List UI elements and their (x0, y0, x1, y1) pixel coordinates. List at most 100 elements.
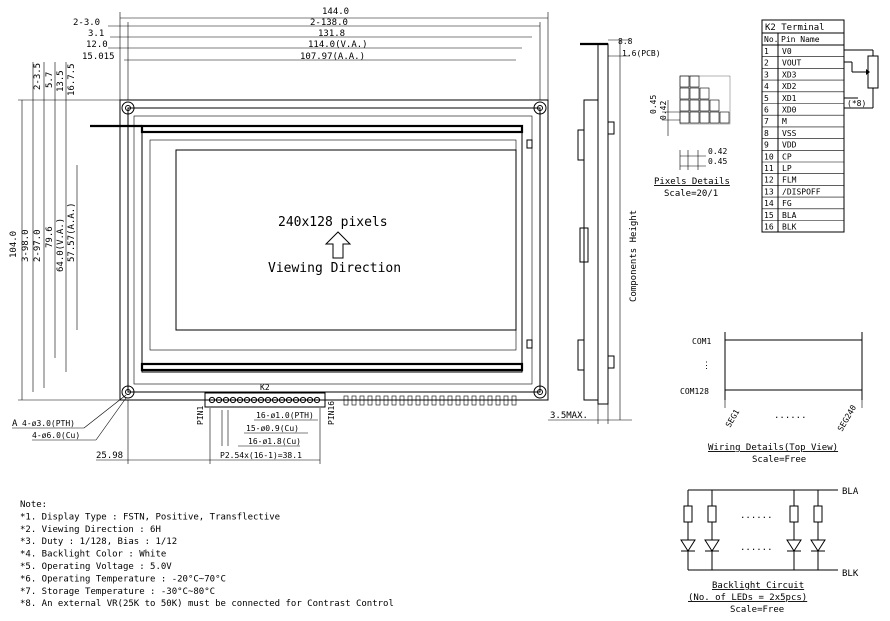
top-dimensions: 144.0 2-138.0 2-3.0 131.8 3.1 114.0(V.A.… (73, 7, 549, 100)
resolution-label: 240x128 pixels (278, 215, 388, 230)
side-pin (447, 395, 453, 406)
pixel-cell (689, 111, 700, 124)
components-height-label: Components Height (629, 210, 639, 302)
dim-12-0: 12.0 (86, 40, 108, 50)
side-pin (367, 395, 373, 406)
terminal-row-no: 6 (764, 106, 769, 115)
pixel-cell (679, 111, 690, 124)
terminal-row-no: 14 (764, 199, 774, 208)
terminal-row-pin: XD1 (782, 94, 797, 103)
side-pin (479, 395, 485, 406)
terminal-row-pin: XD3 (782, 70, 797, 79)
seg240-label: SEG240 (836, 403, 858, 433)
terminal-row-pin: VDD (782, 141, 797, 150)
dim-98: 3-98.0 (21, 229, 31, 262)
note-line: *6. Operating Temperature : -20°C~70°C (20, 574, 226, 584)
terminal-row-pin: V0 (782, 47, 792, 56)
terminal-row-pin: /DISPOFF (782, 187, 821, 196)
pixel-cell (719, 111, 730, 124)
pin16-label: PIN16 (327, 401, 336, 425)
pin1-label: PIN1 (196, 406, 205, 425)
terminal-row-no: 4 (764, 82, 769, 91)
side-view: 8.8 1.6(PCB) Components Height 3.5MAX. (548, 37, 661, 424)
wiring-scale: Scale=Free (752, 455, 806, 465)
pixel-cell (709, 111, 720, 124)
terminal-row-no: 16 (764, 223, 774, 232)
dim-97: 2-97.0 (33, 229, 43, 262)
dim-107-aa: 107.97(A.A.) (300, 52, 365, 62)
terminal-row-pin: XD2 (782, 82, 797, 91)
side-pin (407, 395, 413, 406)
pin-row (208, 396, 321, 404)
side-pin (343, 395, 349, 406)
side-pin (455, 395, 461, 406)
dim-15-015: 15.015 (82, 52, 115, 62)
mount-hole-bl (121, 385, 135, 399)
side-pin (391, 395, 397, 406)
side-pin (375, 395, 381, 406)
pixel-frame (679, 75, 731, 125)
pixel-cell (679, 75, 690, 88)
connector-k2: K2 PIN1 PIN16 (196, 383, 517, 425)
note-line: *1. Display Type : FSTN, Positive, Trans… (20, 512, 280, 522)
terminal-row-no: 7 (764, 117, 769, 126)
note-line: *8. An external VR(25K to 50K) must be c… (20, 599, 394, 609)
pcb-thickness: 1.6(PCB) (622, 49, 661, 58)
left-dimensions: 104.0 3-98.0 2-97.0 79.6 64.0(V.A.) 57.5… (9, 62, 120, 401)
side-pin (423, 395, 429, 406)
connector-pin (208, 396, 216, 404)
note-line: Note: (20, 500, 47, 510)
hole-pth-label: 4-ø3.0(PTH) (22, 419, 75, 428)
viewing-arrow-icon (324, 231, 352, 259)
led-diode-icon (810, 539, 826, 552)
viewing-direction-label: Viewing Direction (268, 261, 401, 276)
terminal-row-no: 11 (764, 164, 774, 173)
resistor-icon (707, 505, 717, 523)
resistor-icon (789, 505, 799, 523)
terminal-row-no: 5 (764, 94, 769, 103)
connector-pin (278, 396, 286, 404)
connector-pin (257, 396, 265, 404)
side-pin (359, 395, 365, 406)
backlight-dots-bottom: ...... (740, 543, 773, 553)
mount-hole-tl (121, 101, 135, 115)
pixel-grid (679, 75, 731, 125)
pixel-cell (699, 87, 710, 100)
side-pin (399, 395, 405, 406)
blk-label: BLK (842, 569, 859, 579)
wiring-details: COM1 ⋮ COM128 SEG1 ...... SEG240 Wiring … (680, 332, 863, 465)
dim-131-8: 131.8 (318, 29, 345, 39)
connector-pin (285, 396, 293, 404)
dim-13-5: 13.5 (56, 70, 66, 92)
pixel-dim-045-h: 0.45 (708, 157, 727, 166)
terminal-row-no: 9 (764, 141, 769, 150)
pixel-details: 0.45 0.42 0.42 0.45 Pixels Details Scale… (649, 75, 731, 199)
dim-57-aa: 57.57(A.A.) (67, 202, 77, 262)
connector-pin (229, 396, 237, 404)
side-pin (511, 395, 517, 406)
terminal-row-pin: VSS (782, 129, 797, 138)
led-diode-icon (704, 539, 720, 552)
connector-pin (306, 396, 314, 404)
terminal-title: K2 Terminal (765, 23, 825, 33)
pixel-dim-045-v: 0.45 (649, 95, 658, 114)
note-line: *4. Backlight Color : White (20, 550, 166, 560)
connector-pin (264, 396, 272, 404)
backlight-title: Backlight Circuit (712, 581, 804, 591)
pixel-dim-042-v: 0.42 (659, 101, 668, 120)
led-columns (680, 490, 826, 570)
pixel-details-title: Pixels Details (654, 177, 730, 187)
pixel-cell (689, 99, 700, 112)
wiring-dots-h: ...... (774, 411, 807, 421)
led-diode-icon (680, 539, 696, 552)
note-line: *3. Duty : 1/128, Bias : 1/12 (20, 537, 177, 547)
backlight-dots-top: ...... (740, 511, 773, 521)
dim-3-5: 2-3.5 (33, 63, 43, 90)
terminal-row-no: 3 (764, 70, 769, 79)
backlight-scale: Scale=Free (730, 605, 784, 615)
module-front-view: 240x128 pixels Viewing Direction (90, 99, 549, 401)
dim-138: 2-138.0 (310, 18, 348, 28)
